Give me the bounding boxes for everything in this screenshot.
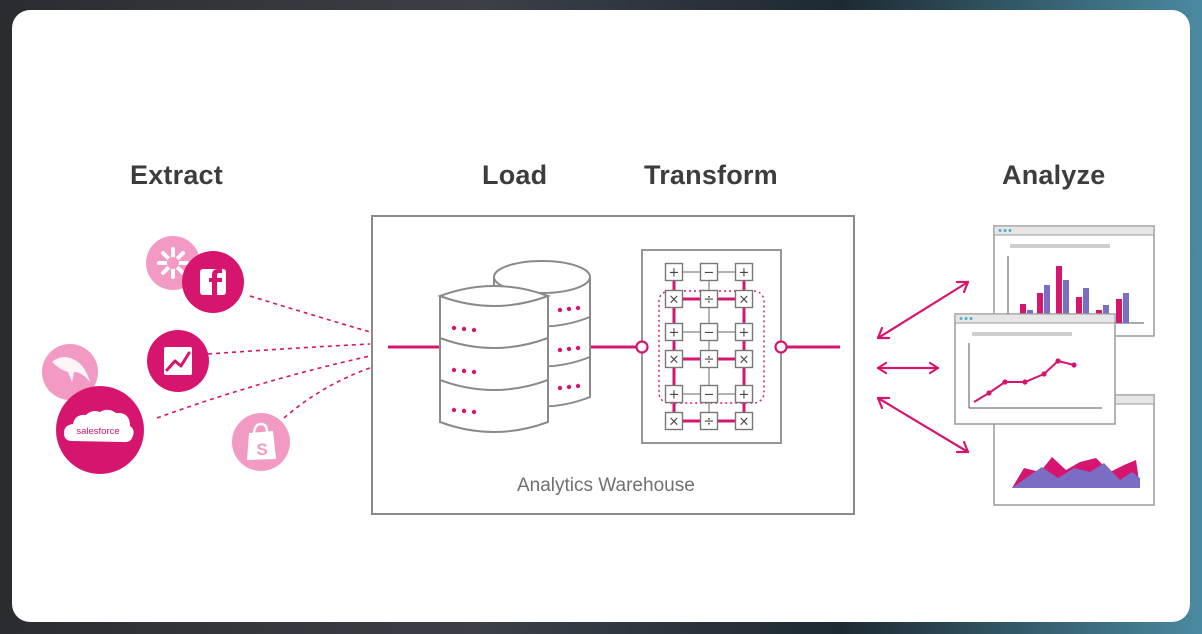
op-symbol: × [669, 353, 680, 368]
arrow-lower [876, 396, 970, 454]
analytics-chart-icon [147, 330, 209, 392]
op-symbol: × [739, 415, 750, 430]
dashboard-window-line-chart [954, 313, 1116, 425]
warehouse-label: Analytics Warehouse [517, 475, 695, 496]
salesforce-icon: salesforce [56, 386, 144, 474]
op-symbol: ÷ [704, 415, 715, 430]
op-box [699, 322, 719, 342]
connector-salesforce [156, 355, 371, 419]
op-box [664, 384, 684, 404]
svg-text:S: S [256, 440, 267, 459]
op-box [734, 289, 754, 309]
op-box [664, 411, 684, 431]
analyze-arrows [876, 280, 970, 454]
op-box [699, 411, 719, 431]
op-box [664, 262, 684, 282]
op-box [664, 289, 684, 309]
svg-text:salesforce: salesforce [76, 426, 119, 437]
database-icon-front [437, 285, 551, 433]
shopify-icon: S [232, 413, 290, 471]
etl-diagram: salesforce S [42, 215, 1155, 515]
op-box [664, 322, 684, 342]
op-symbol: + [739, 326, 750, 341]
op-box [734, 322, 754, 342]
stage-title-transform: Transform [644, 160, 778, 190]
stage-title-extract: Extract [130, 160, 223, 190]
op-symbol: ÷ [704, 353, 715, 368]
stage-title-analyze: Analyze [1002, 160, 1106, 190]
op-symbol: × [669, 415, 680, 430]
diagram-card: Extract Load Transform Analyze [12, 10, 1190, 622]
arrow-middle [876, 361, 940, 375]
op-box [734, 411, 754, 431]
op-box [699, 384, 719, 404]
facebook-icon [182, 251, 244, 313]
transform-panel [641, 249, 782, 444]
op-box [734, 384, 754, 404]
op-symbol: ÷ [704, 293, 715, 308]
transform-output-port [774, 340, 788, 354]
transform-operation-grid: + − + × ÷ × + − + × ÷ × + − + × ÷ × [658, 262, 765, 431]
op-box [664, 349, 684, 369]
op-symbol: + [669, 388, 680, 403]
op-box [734, 262, 754, 282]
connector-shopify [283, 367, 371, 419]
op-symbol: − [704, 266, 715, 281]
transform-input-port [635, 340, 649, 354]
op-symbol: − [704, 388, 715, 403]
stage-title-load: Load [482, 160, 548, 190]
op-symbol: + [669, 266, 680, 281]
op-box [734, 349, 754, 369]
op-symbol: × [669, 293, 680, 308]
op-symbol: + [739, 388, 750, 403]
op-symbol: × [739, 293, 750, 308]
mysql-dolphin-icon [42, 344, 98, 400]
op-symbol: − [704, 326, 715, 341]
op-box [699, 262, 719, 282]
connector-facebook [249, 295, 371, 333]
op-symbol: + [739, 266, 750, 281]
op-symbol: + [669, 326, 680, 341]
connector-analytics [207, 343, 371, 355]
op-box [699, 349, 719, 369]
source-connectors [156, 295, 371, 419]
op-symbol: × [739, 353, 750, 368]
arrow-upper [876, 280, 970, 340]
op-box [699, 289, 719, 309]
